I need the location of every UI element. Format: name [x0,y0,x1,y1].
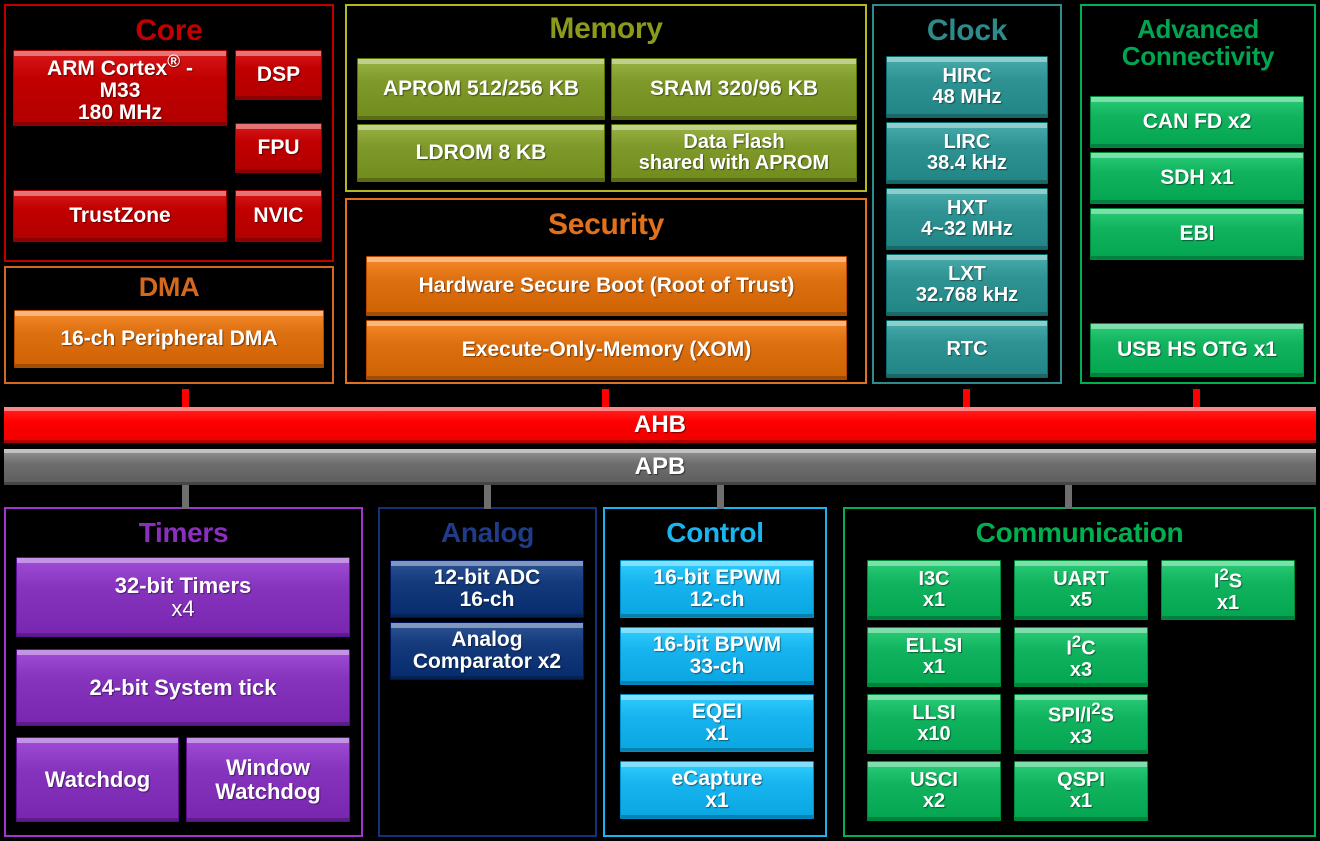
block-advanced-connectivity-0: CAN FD x2 [1090,96,1304,148]
ahb-connector-3 [1193,389,1200,409]
ahb-connector-0 [182,389,189,409]
section-title-communication: Communication [975,517,1184,548]
block-dma-0: 16-ch Peripheral DMA [14,310,324,368]
bus-apb: APB [4,449,1316,485]
section-title-security: Security [548,208,664,241]
block-memory-2: LDROM 8 KB [357,124,605,182]
ahb-connector-2 [963,389,970,409]
block-core-4: NVIC [235,190,322,242]
section-title-control: Control [666,517,764,548]
section-title-timers: Timers [138,517,229,548]
bus-label: AHB [634,411,686,438]
apb-connector-0 [182,483,189,509]
apb-connector-2 [717,483,724,509]
block-security-0: Hardware Secure Boot (Root of Trust) [366,256,847,316]
block-clock-4: RTC [886,320,1048,378]
block-security-1: Execute-Only-Memory (XOM) [366,320,847,380]
ahb-connector-1 [602,389,609,409]
block-timers-0: 32-bit Timers x4 [16,557,350,637]
section-title-analog: Analog [440,517,535,548]
block-advanced-connectivity-3: USB HS OTG x1 [1090,323,1304,377]
block-advanced-connectivity-1: SDH x1 [1090,152,1304,204]
block-advanced-connectivity-2: EBI [1090,208,1304,260]
apb-connector-3 [1065,483,1072,509]
block-core-3: TrustZone [13,190,227,242]
bus-ahb: AHB [4,407,1316,443]
apb-connector-1 [484,483,491,509]
block-memory-1: SRAM 320/96 KB [611,58,857,120]
block-timers-1: 24-bit System tick [16,649,350,726]
section-title-dma: DMA [138,272,200,302]
section-title-advanced-connectivity: Advanced Connectivity [1121,14,1275,71]
section-title-core: Core [135,14,203,47]
section-title-memory: Memory [549,12,663,45]
block-memory-0: APROM 512/256 KB [357,58,605,120]
block-timers-2: Watchdog [16,737,179,822]
bus-label: APB [634,453,686,480]
block-core-2: FPU [235,123,322,173]
block-core-1: DSP [235,50,322,100]
section-title-clock: Clock [926,14,1008,47]
